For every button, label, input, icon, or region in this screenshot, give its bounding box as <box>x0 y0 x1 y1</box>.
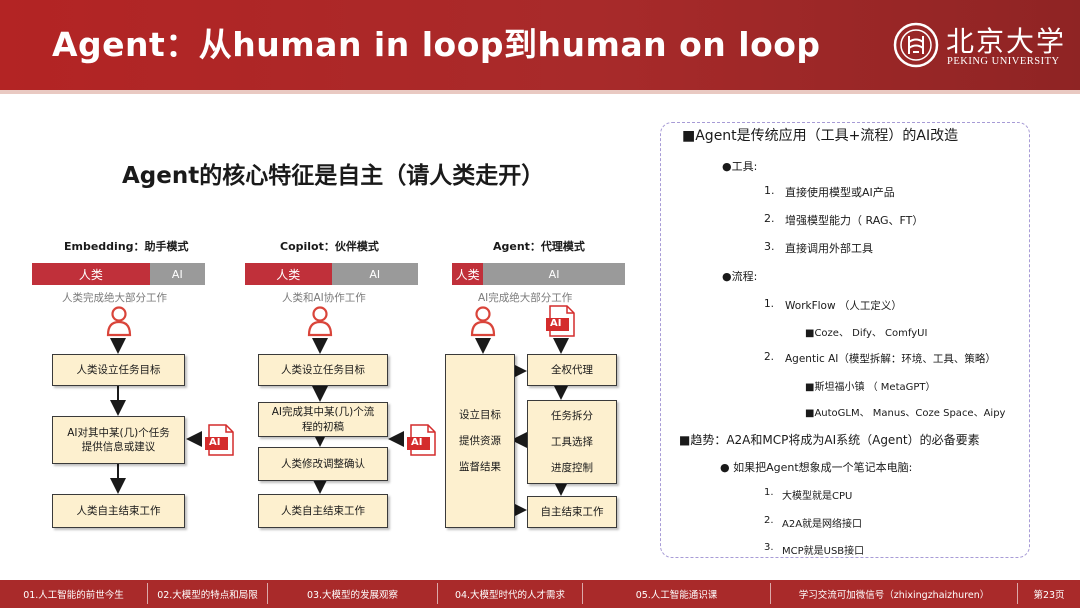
flow-box: 人类自主结束工作 <box>52 494 185 528</box>
university-name-cn: 北京大学 <box>946 25 1067 58</box>
ai-step: 工具选择 <box>551 435 593 448</box>
list-item: 直接使用模型或AI产品 <box>785 186 895 199</box>
ai-file-icon: AI <box>545 305 577 337</box>
ai-file-icon: AI <box>406 424 438 456</box>
slide-title: Agent：从human in loop到human on loop <box>52 25 821 64</box>
list-item: Agentic AI（模型拆解：环境、工具、策略） <box>785 353 996 365</box>
mode-note-copilot: 人类和AI协作工作 <box>282 292 366 304</box>
footer-tab-03[interactable]: 03.大模型的发展观察 <box>268 583 438 604</box>
mode-title-agent: Agent：代理模式 <box>493 240 585 253</box>
list-num: 2. <box>764 351 775 363</box>
page-number: 第23页 <box>1033 589 1065 601</box>
banner-divider <box>0 90 1080 94</box>
section-heading: Agent的核心特征是自主（请人类走开） <box>122 163 545 189</box>
sub-item: ■AutoGLM、 Manus、Coze Space、Aipy <box>805 408 1006 419</box>
ai-file-icon: AI <box>204 424 236 456</box>
human-duty: 设立目标 <box>459 408 501 421</box>
ai-process-box: 任务拆分 工具选择 进度控制 <box>527 400 617 484</box>
ai-file-label: AI <box>550 318 562 329</box>
summary-panel <box>660 122 1030 558</box>
person-icon <box>106 306 132 337</box>
mode-title-embedding: Embedding：助手模式 <box>64 240 189 253</box>
flow-box: AI完成其中某(几)个流程的初稿 <box>258 402 388 437</box>
sub-item: ■Coze、 Dify、 ComfyUI <box>805 328 928 339</box>
share-bar-human: 人类 <box>452 263 484 285</box>
panel-tools-label: ●工具: <box>722 160 758 173</box>
university-name-en: PEKING UNIVERSITY <box>947 56 1060 67</box>
list-item: 增强模型能力（ RAG、FT） <box>785 214 924 227</box>
list-num: 1. <box>764 184 775 197</box>
share-bar-human: 人类 <box>245 263 332 285</box>
list-num: 2. <box>764 212 775 225</box>
list-num: 1. <box>764 487 774 498</box>
mode-note-embedding: 人类完成绝大部分工作 <box>62 292 167 304</box>
list-num: 3. <box>764 542 774 553</box>
peking-university-emblem-icon <box>893 22 939 68</box>
footer-nav <box>0 580 1080 608</box>
share-bar-ai: AI <box>331 263 418 285</box>
footer-tab-02[interactable]: 02.大模型的特点和局限 <box>148 583 268 604</box>
panel-item-trend: ■趋势：A2A和MCP将成为AI系统（Agent）的必备要素 <box>679 433 980 447</box>
title-banner <box>0 0 1080 90</box>
list-num: 2. <box>764 515 774 526</box>
panel-flow-label: ●流程: <box>722 270 758 283</box>
footer-tab-04[interactable]: 04.大模型时代的人才需求 <box>438 583 583 604</box>
ai-file-label: AI <box>209 437 221 448</box>
list-item: WorkFlow （人工定义） <box>785 300 902 312</box>
flow-box: 人类设立任务目标 <box>52 354 185 386</box>
list-num: 1. <box>764 298 775 310</box>
flow-box: 全权代理 <box>527 354 617 386</box>
ai-step: 进度控制 <box>551 462 593 475</box>
list-item: MCP就是USB接口 <box>782 546 865 557</box>
share-bar-ai: AI <box>149 263 205 285</box>
human-duty: 提供资源 <box>459 434 501 447</box>
flow-box: 人类自主结束工作 <box>258 494 388 528</box>
panel-pc-label: ● 如果把Agent想象成一个笔记本电脑: <box>720 461 913 474</box>
mode-note-agent: AI完成绝大部分工作 <box>478 292 573 304</box>
list-item: 直接调用外部工具 <box>785 242 873 255</box>
footer-tab-05[interactable]: 05.人工智能通识课 <box>583 583 771 604</box>
list-num: 3. <box>764 240 775 253</box>
ai-file-label: AI <box>411 437 423 448</box>
footer-tab-01[interactable]: 01.人工智能的前世今生 <box>0 583 148 604</box>
share-bar-human: 人类 <box>32 263 150 285</box>
human-supervision-box: 设立目标 提供资源 监督结果 <box>445 354 515 528</box>
person-icon <box>470 306 496 337</box>
flow-box: 人类设立任务目标 <box>258 354 388 386</box>
person-icon <box>307 306 333 337</box>
mode-title-copilot: Copilot：伙伴模式 <box>280 240 379 253</box>
footer-contact: 学习交流可加微信号（zhixingzhaizhuren） <box>771 583 1018 604</box>
flow-box: AI对其中某(几)个任务提供信息或建议 <box>52 416 185 464</box>
panel-item-agent-definition: ■Agent是传统应用（工具+流程）的AI改造 <box>682 128 959 144</box>
share-bar-ai: AI <box>483 263 625 285</box>
list-item: 大模型就是CPU <box>782 491 853 502</box>
share-bar-copilot: 人类 AI <box>245 263 418 285</box>
flow-box: 自主结束工作 <box>527 496 617 528</box>
list-item: A2A就是网络接口 <box>782 519 863 530</box>
sub-item: ■斯坦福小镇 （ MetaGPT） <box>805 382 936 393</box>
share-bar-agent: 人类 AI <box>452 263 625 285</box>
share-bar-embedding: 人类 AI <box>32 263 205 285</box>
flow-box: 人类修改调整确认 <box>258 447 388 481</box>
human-duty: 监督结果 <box>459 461 501 474</box>
ai-step: 任务拆分 <box>551 409 593 422</box>
